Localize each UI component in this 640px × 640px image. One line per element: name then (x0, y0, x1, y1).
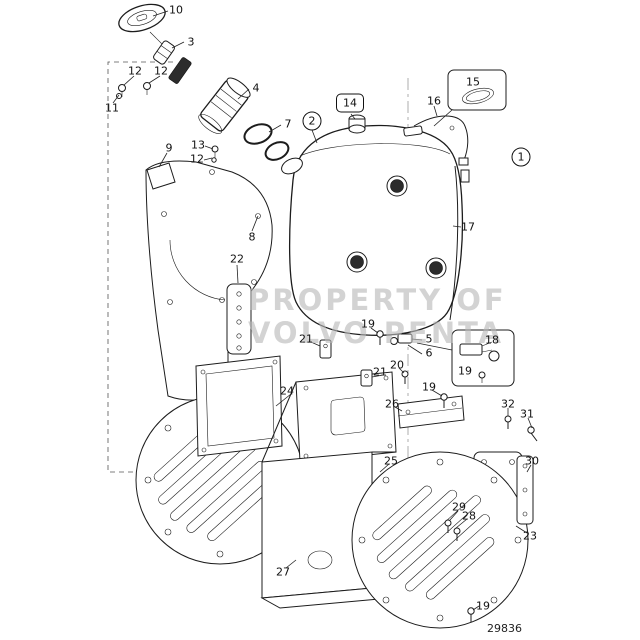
callout-31: 31 (520, 407, 534, 421)
tank-port (346, 251, 368, 273)
mounting-plate-stack (195, 355, 283, 457)
callout-19: 19 (422, 380, 436, 394)
callout-23: 23 (523, 529, 537, 543)
callout-32: 32 (501, 397, 515, 411)
callout-15: 15 (466, 75, 480, 89)
filler-cap (118, 3, 166, 33)
filler-cap-assembly (116, 3, 273, 163)
callout-19: 19 (476, 599, 490, 613)
fuel-hose (449, 165, 459, 321)
callout-14: 14 (336, 93, 364, 113)
cap-screws (116, 82, 151, 99)
callout-25: 25 (384, 454, 398, 468)
support-bracket (397, 395, 465, 429)
callout-12: 12 (154, 64, 168, 78)
callout-27: 27 (276, 565, 290, 579)
callout-28: 28 (462, 509, 476, 523)
tank-port (425, 257, 447, 279)
filler-seal-ring (264, 141, 290, 161)
filler-neck (198, 77, 251, 134)
callout-9: 9 (165, 141, 173, 155)
callout-8: 8 (248, 230, 256, 244)
callout-19: 19 (458, 364, 472, 378)
gasket-detail-box (447, 69, 507, 111)
callout-16: 16 (427, 94, 441, 108)
drain-plug (390, 333, 413, 345)
neck-screws (211, 145, 219, 163)
callout-12: 12 (128, 64, 142, 78)
callout-2: 2 (302, 111, 322, 131)
right-disc-plate (351, 451, 529, 629)
callout-4: 4 (252, 81, 260, 95)
cap-tether (149, 31, 163, 45)
callout-19: 19 (361, 317, 375, 331)
spacer-strip (516, 455, 534, 525)
callout-29: 29 (452, 500, 466, 514)
callout-17: 17 (461, 220, 475, 234)
callout-21: 21 (299, 332, 313, 346)
strainer-element (168, 57, 192, 84)
o-ring (243, 123, 273, 145)
callout-7: 7 (284, 117, 292, 131)
callout-30: 30 (525, 454, 539, 468)
callout-1: 1 (511, 147, 531, 167)
label-plate (146, 162, 176, 190)
callout-21: 21 (373, 365, 387, 379)
callout-26: 26 (385, 397, 399, 411)
callout-11: 11 (105, 101, 119, 115)
tank-port (386, 175, 408, 197)
callout-20: 20 (390, 358, 404, 372)
drawing-number: 29836 (487, 622, 522, 635)
callout-3: 3 (187, 35, 195, 49)
callout-22: 22 (230, 252, 244, 266)
drain-cock-detail-box (451, 329, 515, 387)
callout-13: 13 (191, 138, 205, 152)
fuel-sender-unit (348, 114, 366, 134)
cap-adapter (153, 40, 175, 65)
fasteners (376, 330, 538, 622)
leader-lines (112, 10, 533, 611)
callout-5: 5 (425, 332, 433, 346)
clip-brackets (319, 339, 373, 387)
slotted-strap (226, 283, 252, 355)
callout-10: 10 (169, 3, 183, 17)
callout-6: 6 (425, 346, 433, 360)
callout-24: 24 (280, 384, 294, 398)
callout-12: 12 (190, 152, 204, 166)
fuel-tank (264, 114, 470, 345)
callout-18: 18 (485, 333, 499, 347)
